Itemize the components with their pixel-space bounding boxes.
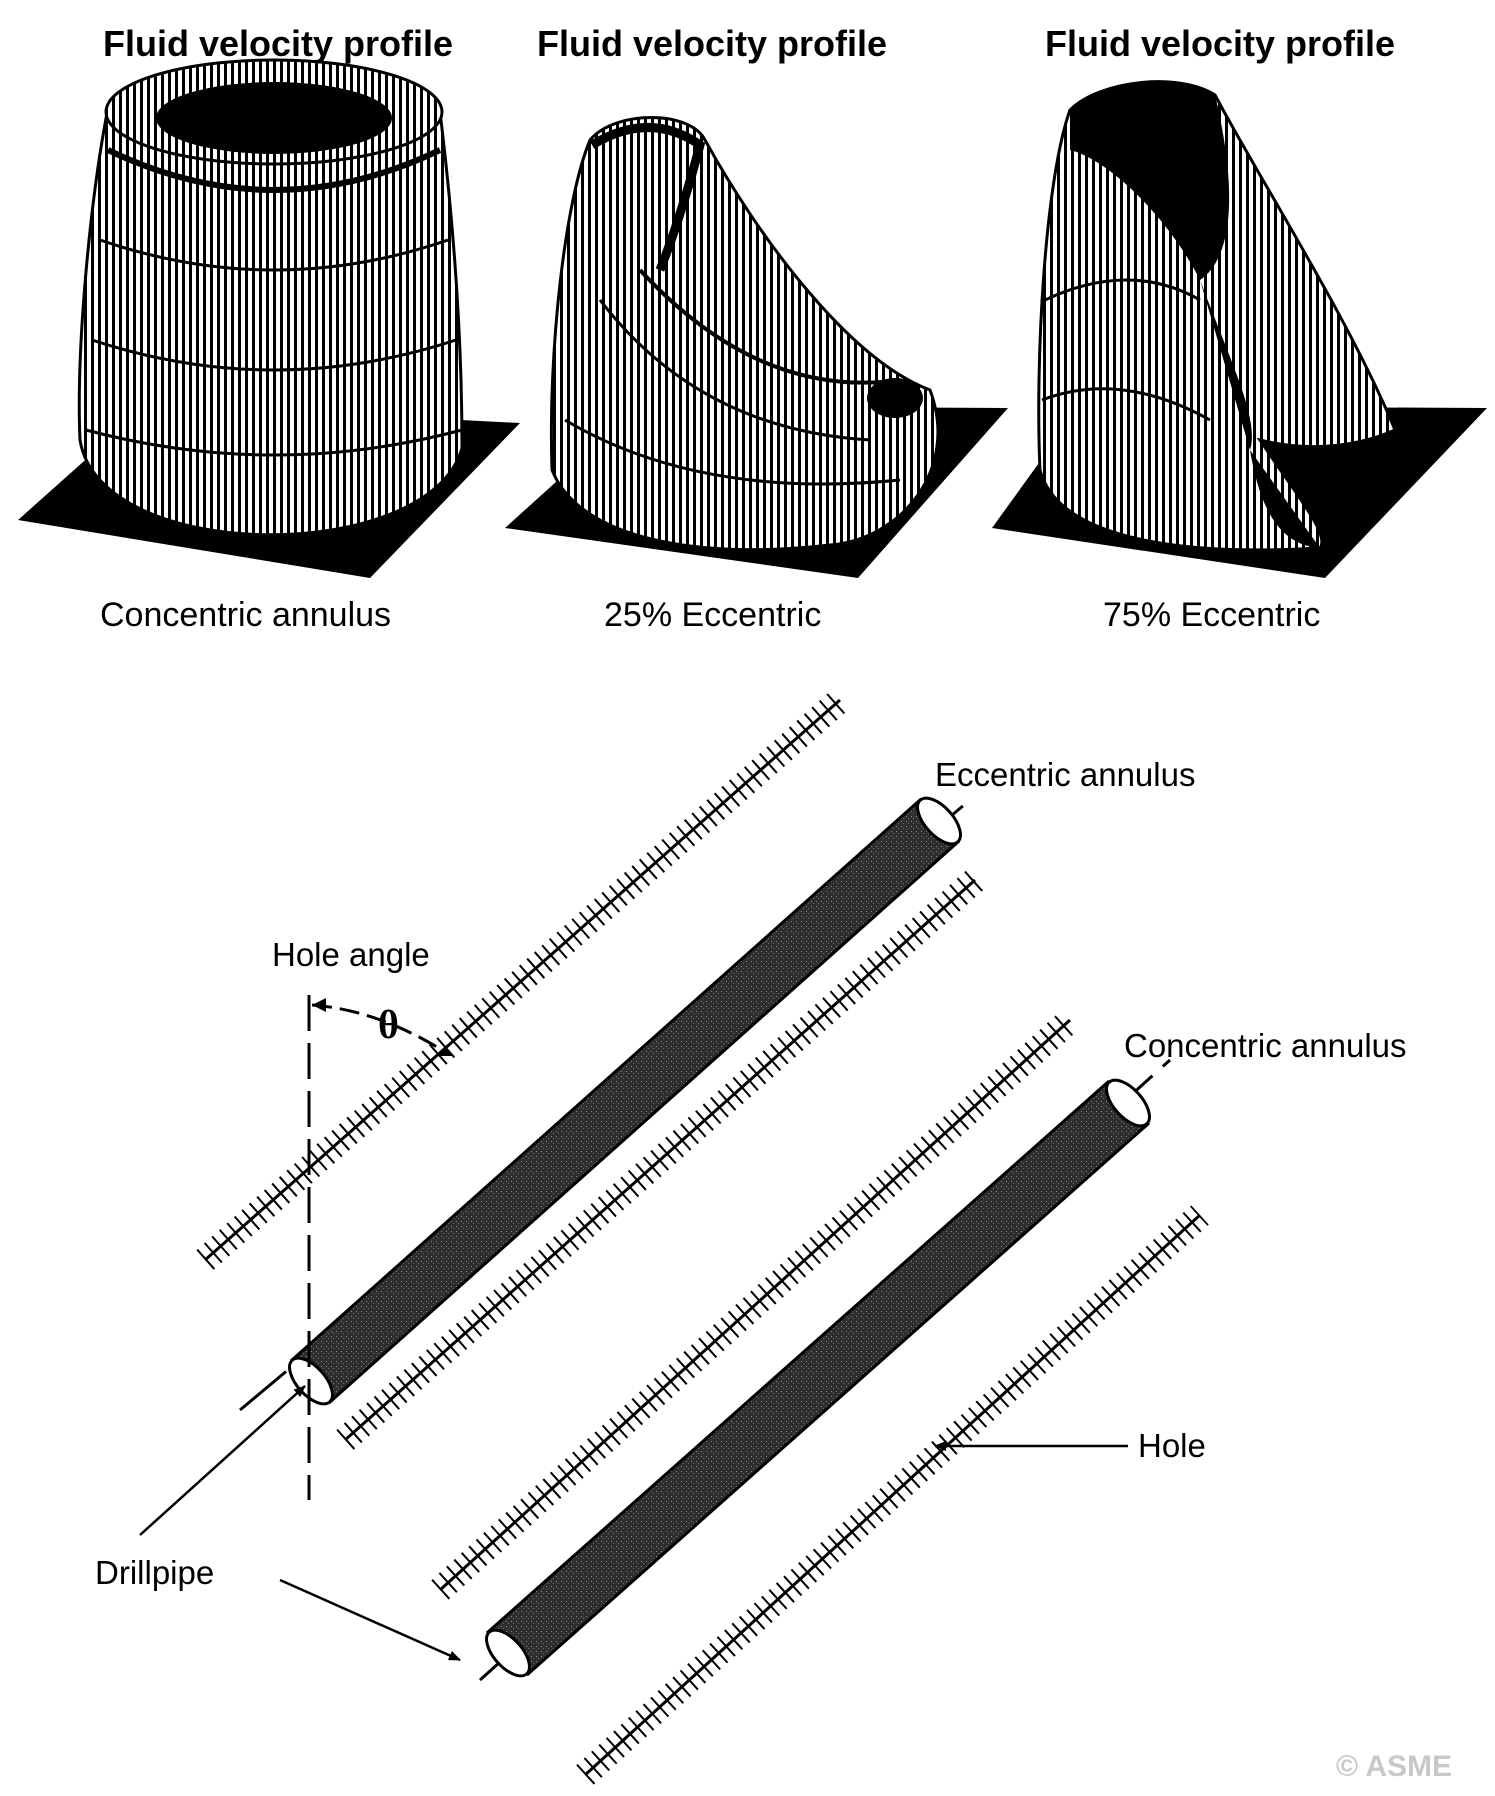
drillpipe-eccentric — [239, 796, 971, 1412]
surface-inner-hole — [156, 82, 392, 154]
profile-caption-1: Concentric annulus — [100, 596, 392, 634]
profile-plot-25-eccentric — [505, 116, 1008, 578]
drillpipe-label: Drillpipe — [95, 1554, 215, 1591]
eccentric-annulus-label: Eccentric annulus — [935, 756, 1196, 793]
profile-plot-concentric — [18, 58, 520, 578]
velocity-surface — [77, 78, 464, 537]
hole-wall-upper-right — [336, 870, 984, 1450]
profile-title-1: Fluid velocity profile — [103, 23, 454, 64]
surface-shadow — [1070, 81, 1230, 280]
profile-caption-2: 25% Eccentric — [604, 596, 822, 634]
hole-label: Hole — [1138, 1427, 1206, 1464]
drillpipe-leader-lower — [279, 1578, 461, 1662]
hole-wall-upper-left — [196, 690, 849, 1270]
profile-title-2: Fluid velocity profile — [537, 23, 888, 64]
profile-plot-75-eccentric — [992, 80, 1487, 578]
drillpipe-leader-upper — [139, 1385, 306, 1536]
hole-wall-lower-left — [431, 1010, 1079, 1600]
profile-title-3: Fluid velocity profile — [1045, 23, 1396, 64]
copyright-notice: © ASME — [1336, 1750, 1453, 1783]
profile-caption-3: 75% Eccentric — [1103, 596, 1321, 634]
hole-angle-label: Hole angle — [272, 936, 430, 973]
velocity-surface — [549, 116, 940, 552]
drillpipe-concentric — [478, 1058, 1172, 1682]
velocity-surface — [1037, 80, 1397, 552]
theta-symbol: θ — [378, 1002, 399, 1047]
hole-angle-indicator — [307, 995, 452, 1500]
hole-wall-lower-right — [576, 1205, 1209, 1785]
concentric-annulus-label: Concentric annulus — [1124, 1027, 1407, 1064]
